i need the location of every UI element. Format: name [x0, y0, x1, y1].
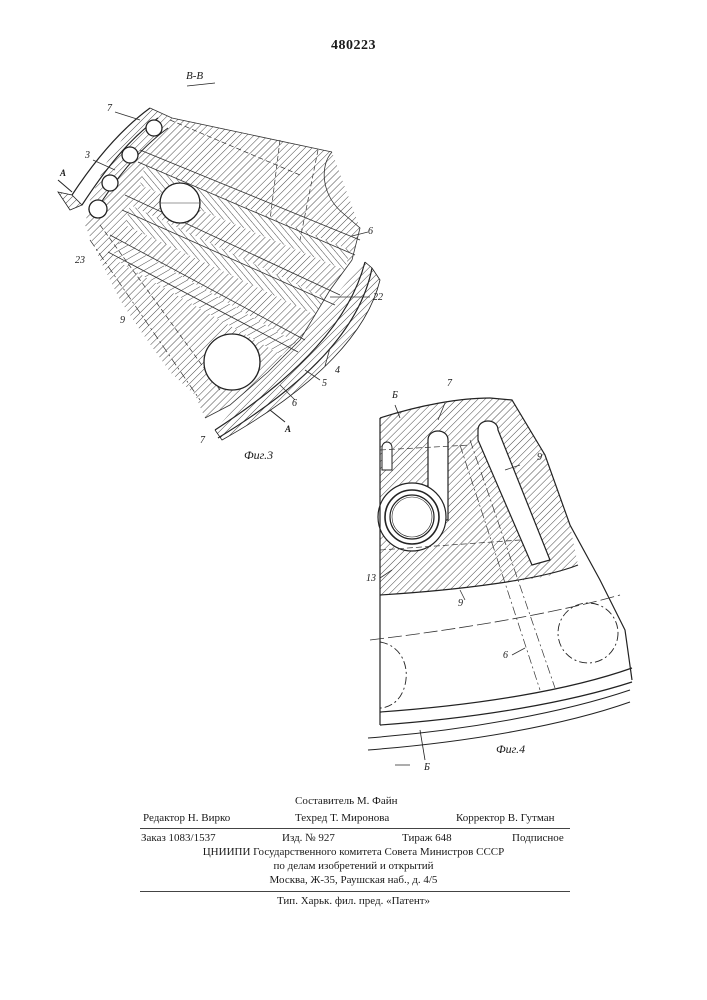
- fig3-label-23: 23: [75, 255, 85, 266]
- footer-izd: Изд. № 927: [282, 832, 335, 844]
- fig3-label-7: 7: [107, 103, 112, 114]
- footer-compiler: Составитель М. Файн: [295, 795, 397, 807]
- footer-tirazh: Тираж 648: [402, 832, 452, 844]
- footer-techred: Техред Т. Миронова: [295, 812, 389, 824]
- fig3-label-a-bottom: А: [285, 424, 291, 434]
- footer-address: Москва, Ж-35, Раушская наб., д. 4/5: [0, 874, 707, 886]
- fig3-label-5: 5: [322, 378, 327, 389]
- footer-org1: ЦНИИПИ Государственного комитета Совета …: [0, 846, 707, 858]
- fig4-label-7: 7: [447, 378, 452, 389]
- footer-divider-bottom: [140, 891, 570, 892]
- fig3-label-4: 4: [335, 365, 340, 376]
- fig4-label-13: 13: [366, 573, 376, 584]
- fig4-label-6: 6: [503, 650, 508, 661]
- fig3-label-6-top: 6: [368, 226, 373, 237]
- fig4-label-9-right: 9: [537, 452, 542, 463]
- fig3-label-a-top: А: [60, 168, 66, 178]
- footer-corrector: Корректор В. Гутман: [456, 812, 555, 824]
- section-label: В-В: [186, 70, 203, 82]
- footer-podpisnoe: Подписное: [512, 832, 564, 844]
- fig3-label-22: 22: [373, 292, 383, 303]
- footer-divider-top: [140, 828, 570, 829]
- fig3-label-3: 3: [85, 150, 90, 161]
- fig4-label-b-top: Б: [392, 390, 398, 401]
- fig4-label-b-bottom: Б: [424, 762, 430, 773]
- footer-org2: по делам изобретений и открытий: [0, 860, 707, 872]
- fig4-label-9-bottom: 9: [458, 598, 463, 609]
- footer-editor: Редактор Н. Вирко: [143, 812, 230, 824]
- footer-printer: Тип. Харьк. фил. пред. «Патент»: [0, 895, 707, 907]
- footer-order: Заказ 1083/1537: [141, 832, 216, 844]
- fig3-caption: Фиг.3: [244, 448, 273, 463]
- fig4-caption: Фиг.4: [496, 742, 525, 757]
- fig3-label-7-bottom: 7: [200, 435, 205, 446]
- fig3-label-9: 9: [120, 315, 125, 326]
- fig3-label-6-bottom: 6: [292, 398, 297, 409]
